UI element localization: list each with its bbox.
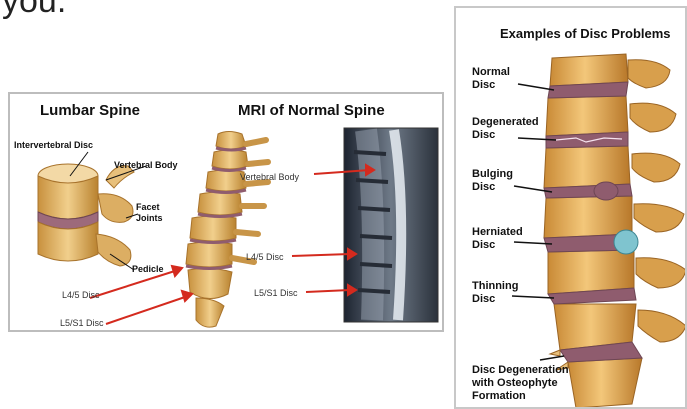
- label-intervertebral-disc: Intervertebral Disc: [14, 140, 93, 150]
- title-lumbar-spine: Lumbar Spine: [40, 102, 140, 119]
- top-text: you.: [2, 0, 66, 21]
- label-disc-degeneration-osteophyte: Disc Degeneration with Osteophyte Format…: [472, 364, 582, 403]
- label-vertebral-body: Vertebral Body: [114, 160, 178, 170]
- label-mri-l5s1-disc: L5/S1 Disc: [254, 288, 298, 298]
- label-pedicle: Pedicle: [132, 264, 164, 274]
- bulging-disc-shape: [594, 182, 618, 200]
- label-l45-disc-left: L4/5 Disc: [62, 290, 100, 300]
- lumbar-spine-figure: Lumbar Spine MRI of Normal Spine Interve…: [8, 92, 444, 332]
- label-normal-disc: Normal Disc: [472, 66, 550, 92]
- mri-image: [344, 128, 438, 322]
- label-facet-joints: Facet Joints: [136, 202, 163, 224]
- label-l5s1-disc-left: L5/S1 Disc: [60, 318, 104, 328]
- label-degenerated-disc: Degenerated Disc: [472, 116, 550, 142]
- title-mri-normal-spine: MRI of Normal Spine: [238, 102, 385, 119]
- disc-problems-figure: Examples of Disc Problems Normal Disc De…: [454, 6, 687, 409]
- label-mri-vertebral-body: Vertebral Body: [240, 172, 299, 182]
- label-mri-l45-disc: L4/5 Disc: [246, 252, 284, 262]
- title-disc-problems: Examples of Disc Problems: [500, 26, 671, 41]
- herniated-disc-shape: [614, 230, 638, 254]
- single-vertebra-drawing: [38, 164, 134, 266]
- label-thinning-disc: Thinning Disc: [472, 280, 550, 306]
- label-herniated-disc: Herniated Disc: [472, 226, 550, 252]
- label-bulging-disc: Bulging Disc: [472, 168, 550, 194]
